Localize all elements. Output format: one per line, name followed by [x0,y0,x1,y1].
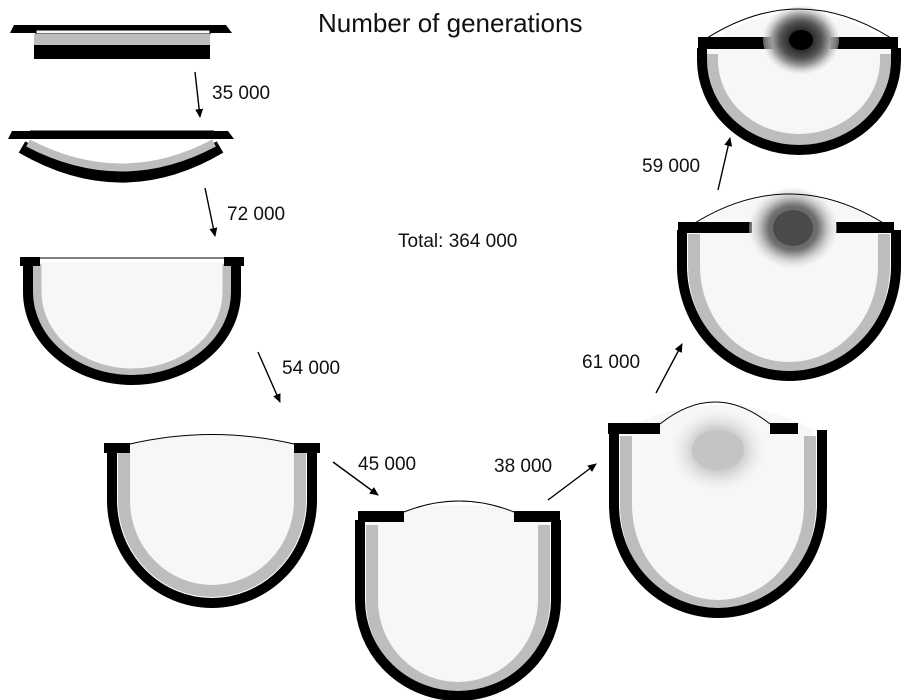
step-label-3: 54 000 [282,358,340,379]
arrow-step-3 [257,351,281,403]
eye-stage-7 [677,188,901,381]
eye-stage-2 [8,130,234,183]
arrow-step-1 [194,71,204,118]
diagram-title: Number of generations [318,8,582,38]
arrow-step-2 [204,187,218,237]
eye-stage-1 [10,25,232,59]
arrow-step-7 [717,137,733,191]
eye-stage-6 [608,401,827,618]
step-label-5: 38 000 [494,456,552,477]
eye-stage-8 [697,6,901,155]
step-label-1: 35 000 [212,83,270,104]
step-label-2: 72 000 [227,204,285,225]
arrow-step-5 [547,463,597,501]
arrow-step-6 [655,343,683,394]
eye-stage-3 [20,257,244,385]
eye-stage-5 [355,500,561,700]
arrow-step-4 [332,461,379,496]
step-label-4: 45 000 [358,454,416,475]
step-label-6: 61 000 [582,352,640,373]
total-label: Total: 364 000 [398,231,517,252]
step-label-7: 59 000 [642,156,700,177]
eye-stage-4 [104,434,320,608]
